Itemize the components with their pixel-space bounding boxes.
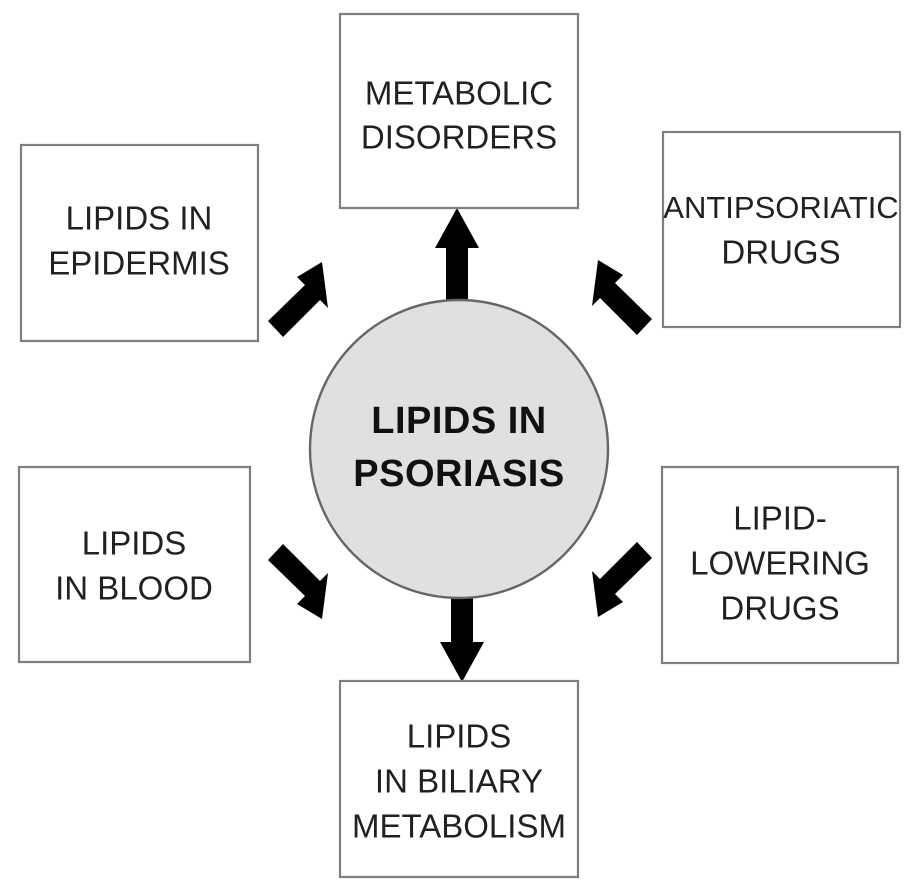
arrow-up-shape [435,208,479,300]
arrow-to-lipids-in-epidermis [268,262,328,337]
node-box-lipids-in-biliary-metabolism[interactable] [338,679,580,879]
arrow-to-lipids-in-biliary-metabolism [440,590,484,682]
node-label-lipid-lowering-drugs-line3: DRUGS [720,590,839,627]
node-label-antipsoriatic-drugs-line2: DRUGS [721,234,840,271]
center-label-line2: PSORIASIS [353,453,564,495]
node-label-antipsoriatic-drugs-line1: ANTIPSORIATIC [663,190,898,225]
node-metabolic-disorders[interactable]: METABOLIC DISORDERS [338,12,580,210]
node-label-lipids-in-biliary-metabolism-line2: IN BILIARY [375,763,543,800]
arrow-to-lipids-in-blood [268,544,328,619]
node-label-lipids-in-epidermis-line2: EPIDERMIS [48,245,230,282]
node-lipid-lowering-drugs[interactable]: LIPID- LOWERING DRUGS [660,465,900,665]
node-label-lipids-in-epidermis-line1: LIPIDS IN [66,200,213,237]
arrow-to-antipsoriatic-drugs [592,260,652,335]
node-label-metabolic-disorders-line1: METABOLIC [365,75,553,112]
arrow-to-lipid-lowering-drugs [592,542,652,617]
node-box-metabolic-disorders[interactable] [338,12,580,210]
node-box-lipids-in-epidermis[interactable] [19,143,260,343]
node-label-lipids-in-biliary-metabolism-line3: METABOLISM [352,808,566,845]
arrow-to-metabolic-disorders [435,208,479,300]
node-label-metabolic-disorders-line2: DISORDERS [361,119,557,156]
node-lipids-in-biliary-metabolism[interactable]: LIPIDS IN BILIARY METABOLISM [338,679,580,879]
center-circle[interactable] [308,298,610,600]
arrow-down-right-shape [592,542,652,617]
node-label-lipid-lowering-drugs-line2: LOWERING [690,545,870,582]
node-lipids-in-blood[interactable]: LIPIDS IN BLOOD [17,465,252,664]
node-antipsoriatic-drugs[interactable]: ANTIPSORIATIC DRUGS [661,130,902,329]
node-box-antipsoriatic-drugs[interactable] [661,130,902,329]
center-label-line1: LIPIDS IN [371,400,547,442]
arrow-up-right-shape [592,260,652,335]
node-center-lipids-in-psoriasis[interactable]: LIPIDS IN PSORIASIS [308,298,610,600]
node-label-lipids-in-blood-line2: IN BLOOD [55,570,213,607]
node-box-lipids-in-blood[interactable] [17,465,252,664]
node-label-lipids-in-biliary-metabolism-line1: LIPIDS [407,718,512,755]
node-label-lipids-in-blood-line1: LIPIDS [82,525,187,562]
node-box-lipid-lowering-drugs[interactable] [660,465,900,665]
node-label-lipid-lowering-drugs-line1: LIPID- [733,500,827,537]
node-lipids-in-epidermis[interactable]: LIPIDS IN EPIDERMIS [19,143,260,343]
arrow-down-shape [440,590,484,682]
arrow-up-left-shape [268,262,328,337]
arrow-down-left-shape [268,544,328,619]
